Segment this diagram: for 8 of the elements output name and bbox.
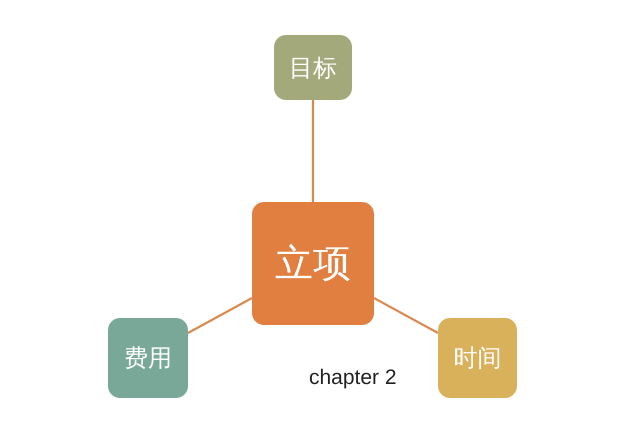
connector-line — [312, 100, 314, 202]
connector-line — [187, 297, 253, 334]
topic-box: 费用 — [108, 318, 188, 398]
connector-line — [373, 297, 439, 334]
topic-box: 目标 — [274, 35, 352, 100]
central-box: 立项 — [252, 202, 374, 325]
caption-text: chapter 2 — [309, 365, 398, 390]
topic-box: 时间 — [438, 318, 517, 398]
